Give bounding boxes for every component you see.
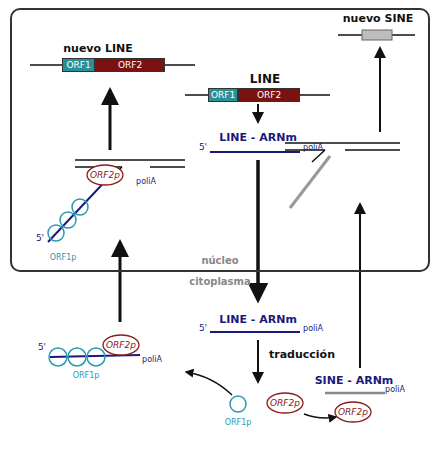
annotation-label: ORF1p	[50, 254, 77, 262]
orf1p-circle	[68, 348, 86, 366]
dna-line	[285, 142, 400, 144]
arrow	[257, 340, 259, 382]
ellipse-shape	[335, 402, 371, 422]
dna-line	[345, 149, 400, 151]
annotation-label: poliA	[385, 386, 405, 394]
annotation-label: poliA	[303, 325, 323, 333]
annotation-label: SINE - ARNm	[315, 375, 394, 386]
arrow	[359, 204, 361, 368]
orf2p-ellipse: ORF2p	[334, 401, 372, 423]
orf1p-circle	[72, 199, 88, 215]
compartment-label: núcleo	[201, 256, 238, 266]
orf1p-circle	[48, 225, 64, 241]
annotation-label: LINE	[250, 73, 280, 85]
annotation-label: ORF1p	[73, 372, 100, 380]
annotation-label: citoplasma	[189, 277, 250, 287]
arrow	[119, 242, 122, 322]
node-text: ORF1	[211, 91, 235, 100]
annotation-label: nuevo LINE	[63, 43, 133, 54]
arrow	[257, 104, 259, 122]
annotation-label: ORF1p	[225, 419, 252, 427]
orf1-box: ORF1	[208, 88, 238, 102]
ellipse-shape	[267, 393, 303, 413]
annotation-label: 5'	[36, 234, 44, 243]
annotation-label: traducción	[269, 349, 335, 360]
orf2-box: ORF2	[95, 58, 165, 72]
ellipse-shape	[87, 165, 123, 185]
dna-line	[75, 159, 185, 161]
annotation-label: 5'	[38, 343, 46, 352]
arrow	[186, 372, 232, 395]
orf2p-ellipse: ORF2p	[102, 334, 140, 356]
annotation-label: poliA	[303, 144, 323, 152]
annotation-label: 5'	[199, 143, 207, 152]
ellipse-shape	[103, 335, 139, 355]
mrna-line	[210, 151, 300, 153]
node-text: ORF2	[257, 91, 281, 100]
mrna-line	[50, 355, 140, 357]
annotation-label: LINE - ARNm	[219, 132, 297, 143]
arrow	[379, 48, 381, 132]
annotation-label: poliA	[142, 356, 162, 364]
orf1-box: ORF1	[62, 58, 95, 72]
node-text: ORF2p	[90, 171, 120, 180]
arrow	[304, 414, 336, 418]
arrow	[109, 90, 112, 150]
mrna-line	[210, 331, 300, 333]
sine-rna-line	[290, 156, 330, 208]
annotation-label: poliA	[136, 178, 156, 186]
orf2p-ellipse: ORF2p	[86, 164, 124, 186]
node-text: ORF2p	[106, 341, 136, 350]
orf1p-circle	[87, 348, 105, 366]
orf1p-circle	[60, 212, 76, 228]
orf1p-circle	[230, 396, 246, 412]
orf2-box: ORF2	[238, 88, 300, 102]
arrow	[256, 160, 260, 300]
node-text: ORF1	[66, 61, 90, 70]
annotation-label: 5'	[199, 324, 207, 333]
orf2p-ellipse: ORF2p	[266, 392, 304, 414]
orf1p-circle	[49, 348, 67, 366]
annotation-label: nuevo SINE	[343, 13, 413, 24]
sine-rna-line	[325, 392, 385, 395]
sine-element	[362, 30, 392, 40]
annotation-label: LINE - ARNm	[219, 314, 297, 325]
node-text: ORF2p	[270, 399, 300, 408]
node-text: ORF2p	[338, 408, 368, 417]
node-text: ORF2	[118, 61, 142, 70]
dna-line	[150, 166, 185, 168]
